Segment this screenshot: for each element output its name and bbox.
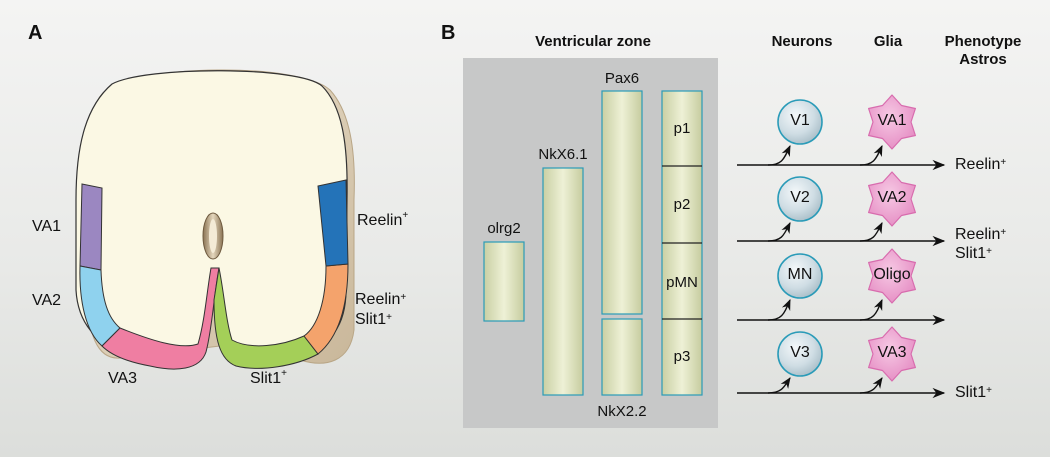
neuron-label: MN bbox=[787, 266, 813, 283]
label-reelin-slit1: Reelin+ Slit1+ bbox=[355, 291, 407, 328]
label-va3: VA3 bbox=[108, 370, 138, 387]
progenitor-p3: p3 bbox=[673, 348, 691, 365]
glia-label: Oligo bbox=[873, 266, 911, 283]
label-va2: VA2 bbox=[32, 292, 62, 309]
phenotype-label: Slit1+ bbox=[955, 384, 992, 401]
phenotype-label: Reelin+ bbox=[955, 156, 1007, 173]
ventricular-zone-title: Ventricular zone bbox=[535, 33, 651, 50]
tf-label-pax6: Pax6 bbox=[604, 70, 640, 87]
neuron-branch-arrow bbox=[767, 221, 791, 242]
glia-label: VA2 bbox=[877, 189, 907, 206]
header-glia: Glia bbox=[873, 33, 903, 50]
tf-bar-nkx61 bbox=[542, 167, 584, 396]
neuron-cell bbox=[777, 99, 823, 145]
neuron-branch-arrow bbox=[767, 298, 791, 321]
glia-cell bbox=[867, 248, 917, 304]
domain-va1 bbox=[79, 183, 103, 271]
tf-bar-pax6 bbox=[601, 90, 643, 315]
label-slit1: Slit1+ bbox=[250, 368, 287, 387]
neuron-cell bbox=[777, 176, 823, 222]
progenitor-pmn: pMN bbox=[666, 274, 698, 291]
neuron-cell bbox=[777, 331, 823, 377]
phenotype-label: Reelin+Slit1+ bbox=[955, 226, 1007, 262]
header-phenotype: Phenotype Astros bbox=[944, 33, 1022, 68]
tf-label-nkx61: NkX6.1 bbox=[538, 146, 588, 163]
tf-label-olrg2: olrg2 bbox=[487, 220, 521, 237]
label-va1: VA1 bbox=[32, 218, 62, 235]
progenitor-p1: p1 bbox=[673, 120, 691, 137]
glia-cell bbox=[867, 326, 917, 382]
neuron-branch-arrow bbox=[767, 144, 791, 166]
glia-label: VA3 bbox=[877, 344, 907, 361]
neuron-cell bbox=[777, 253, 823, 299]
progenitor-p2: p2 bbox=[673, 196, 691, 213]
glia-branch-arrow bbox=[859, 144, 883, 166]
panel-letter-b: B bbox=[441, 22, 456, 44]
tf-bar-nkx22 bbox=[601, 318, 643, 396]
label-reelin: Reelin+ bbox=[357, 210, 409, 229]
neuron-branch-arrow bbox=[767, 377, 791, 394]
neuron-label: V1 bbox=[790, 112, 810, 129]
glia-branch-arrow bbox=[859, 377, 883, 394]
header-neurons: Neurons bbox=[771, 33, 833, 50]
tf-bar-olrg2 bbox=[483, 241, 525, 322]
tf-label-nkx22: NkX2.2 bbox=[597, 403, 647, 420]
glia-label: VA1 bbox=[877, 112, 907, 129]
neuron-label: V2 bbox=[790, 189, 810, 206]
domain-reelin bbox=[317, 179, 349, 267]
glia-cell bbox=[867, 94, 917, 150]
glia-branch-arrow bbox=[859, 221, 883, 242]
neuron-label: V3 bbox=[790, 344, 810, 361]
panel-letter-a: A bbox=[28, 22, 43, 44]
glia-branch-arrow bbox=[859, 298, 883, 321]
glia-cell bbox=[867, 171, 917, 227]
